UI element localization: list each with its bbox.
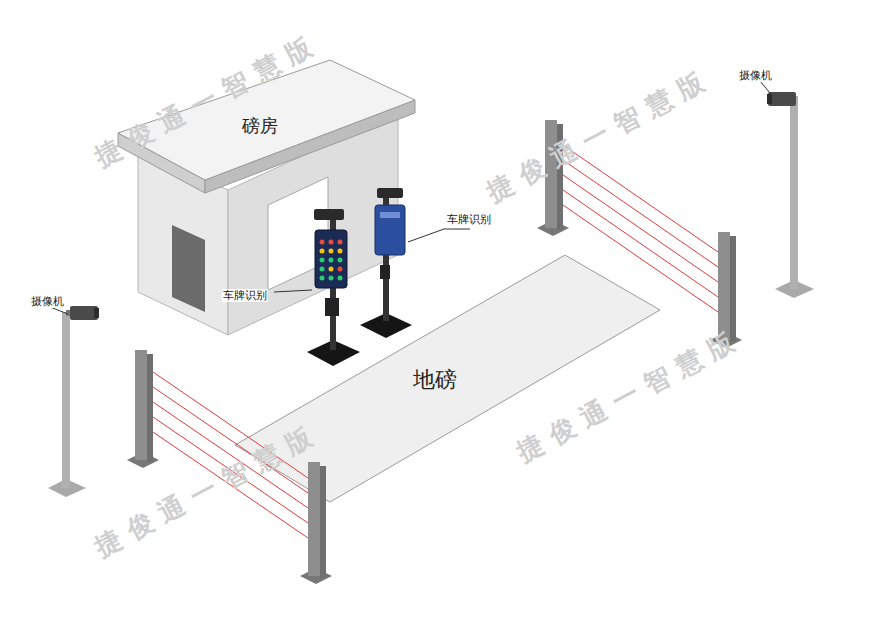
callout-label: 车牌识别	[222, 289, 268, 302]
lpr-camera	[377, 188, 403, 198]
door	[172, 225, 205, 312]
scale-platform: 地磅	[235, 255, 665, 505]
callout-label: 摄像机	[30, 295, 65, 308]
node-shape	[235, 255, 660, 502]
lpr-display	[375, 205, 405, 255]
lpr-screen	[380, 212, 400, 218]
node-text: 磅房	[242, 115, 278, 136]
light-curtain-pillar	[308, 462, 320, 576]
node-text: 地磅	[413, 367, 457, 392]
lpr-speaker	[325, 298, 339, 316]
lpr-camera	[314, 209, 344, 220]
light-curtain-pillar	[147, 354, 153, 462]
lpr-speaker	[380, 265, 390, 279]
camera-pole	[62, 312, 70, 488]
camera	[768, 92, 796, 106]
camera-pole	[790, 96, 798, 289]
camera-lens	[767, 94, 772, 104]
indicator-lights	[320, 240, 343, 281]
lpr-display	[315, 230, 347, 288]
camera-lens	[94, 308, 99, 318]
callout-label: 摄像机	[738, 69, 773, 82]
camera	[70, 306, 98, 320]
light-curtain-pillar	[320, 466, 326, 578]
callout-label: 车牌识别	[446, 213, 492, 226]
light-curtain-pillar	[135, 350, 147, 460]
